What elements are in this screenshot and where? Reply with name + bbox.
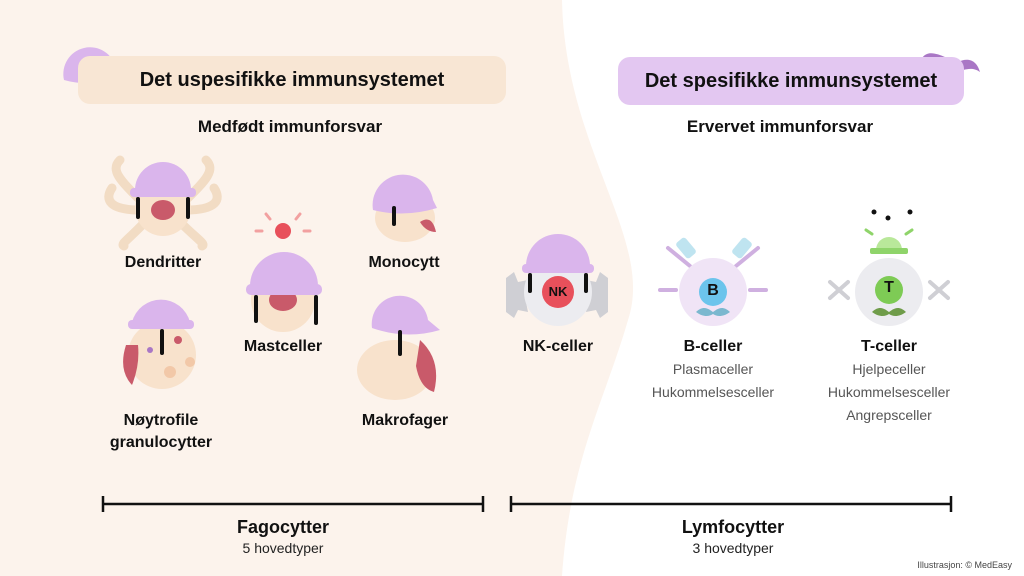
adaptive-subtitle: Ervervet immunforsvar <box>686 117 874 136</box>
monocytt-cell-icon <box>372 174 437 242</box>
fagocytter-group: Fagocytter 5 hovedtyper <box>203 516 363 558</box>
nk-cell-icon <box>506 234 608 326</box>
t-subtype-angrepsceller: Angrepsceller <box>846 407 932 423</box>
dendritter-label: Dendritter <box>124 254 202 271</box>
makrofager-label: Makrofager <box>361 412 449 429</box>
noytrofile-label-line2: granulocytter <box>109 434 213 451</box>
t-celler-label: T-celler <box>860 338 918 355</box>
t-cell-icon <box>828 209 950 326</box>
b-cell-icon <box>658 237 768 326</box>
innate-subtitle: Medfødt immunforsvar <box>197 117 383 136</box>
b-badge: B <box>707 282 719 299</box>
lymfocytter-bracket <box>509 496 953 512</box>
illustration-credit: Illustrasjon: © MedEasy <box>917 560 1012 570</box>
lymfocytter-title: Lymfocytter <box>681 517 785 537</box>
innate-system-title: Det uspesifikke immunsystemet <box>78 56 506 104</box>
dendritter-cell-icon <box>104 155 222 251</box>
fagocytter-title: Fagocytter <box>236 517 330 537</box>
noytrofile-cell-icon <box>123 299 196 389</box>
lymfocytter-count: 3 hovedtyper <box>692 540 774 556</box>
noytrofile-label-line1: Nøytrofile <box>123 412 199 429</box>
mastceller-cell-icon <box>246 212 322 332</box>
nk-badge: NK <box>548 284 568 299</box>
b-subtype-hukommelsesceller: Hukommelsesceller <box>651 384 775 400</box>
nk-celler-label: NK-celler <box>522 338 594 355</box>
b-subtype-plasmaceller: Plasmaceller <box>672 361 754 377</box>
adaptive-system-title: Det spesifikke immunsystemet <box>618 57 964 105</box>
b-celler-label: B-celler <box>683 338 743 355</box>
makrofager-cell-icon <box>357 295 440 400</box>
monocytt-label: Monocytt <box>368 254 440 271</box>
mastceller-label: Mastceller <box>243 338 323 355</box>
t-subtype-hjelpeceller: Hjelpeceller <box>852 361 926 377</box>
t-badge: T <box>884 279 894 296</box>
fagocytter-count: 5 hovedtyper <box>242 540 324 556</box>
fagocytter-bracket <box>101 496 485 512</box>
t-subtype-hukommelsesceller: Hukommelsesceller <box>827 384 951 400</box>
lymfocytter-group: Lymfocytter 3 hovedtyper <box>653 516 813 558</box>
